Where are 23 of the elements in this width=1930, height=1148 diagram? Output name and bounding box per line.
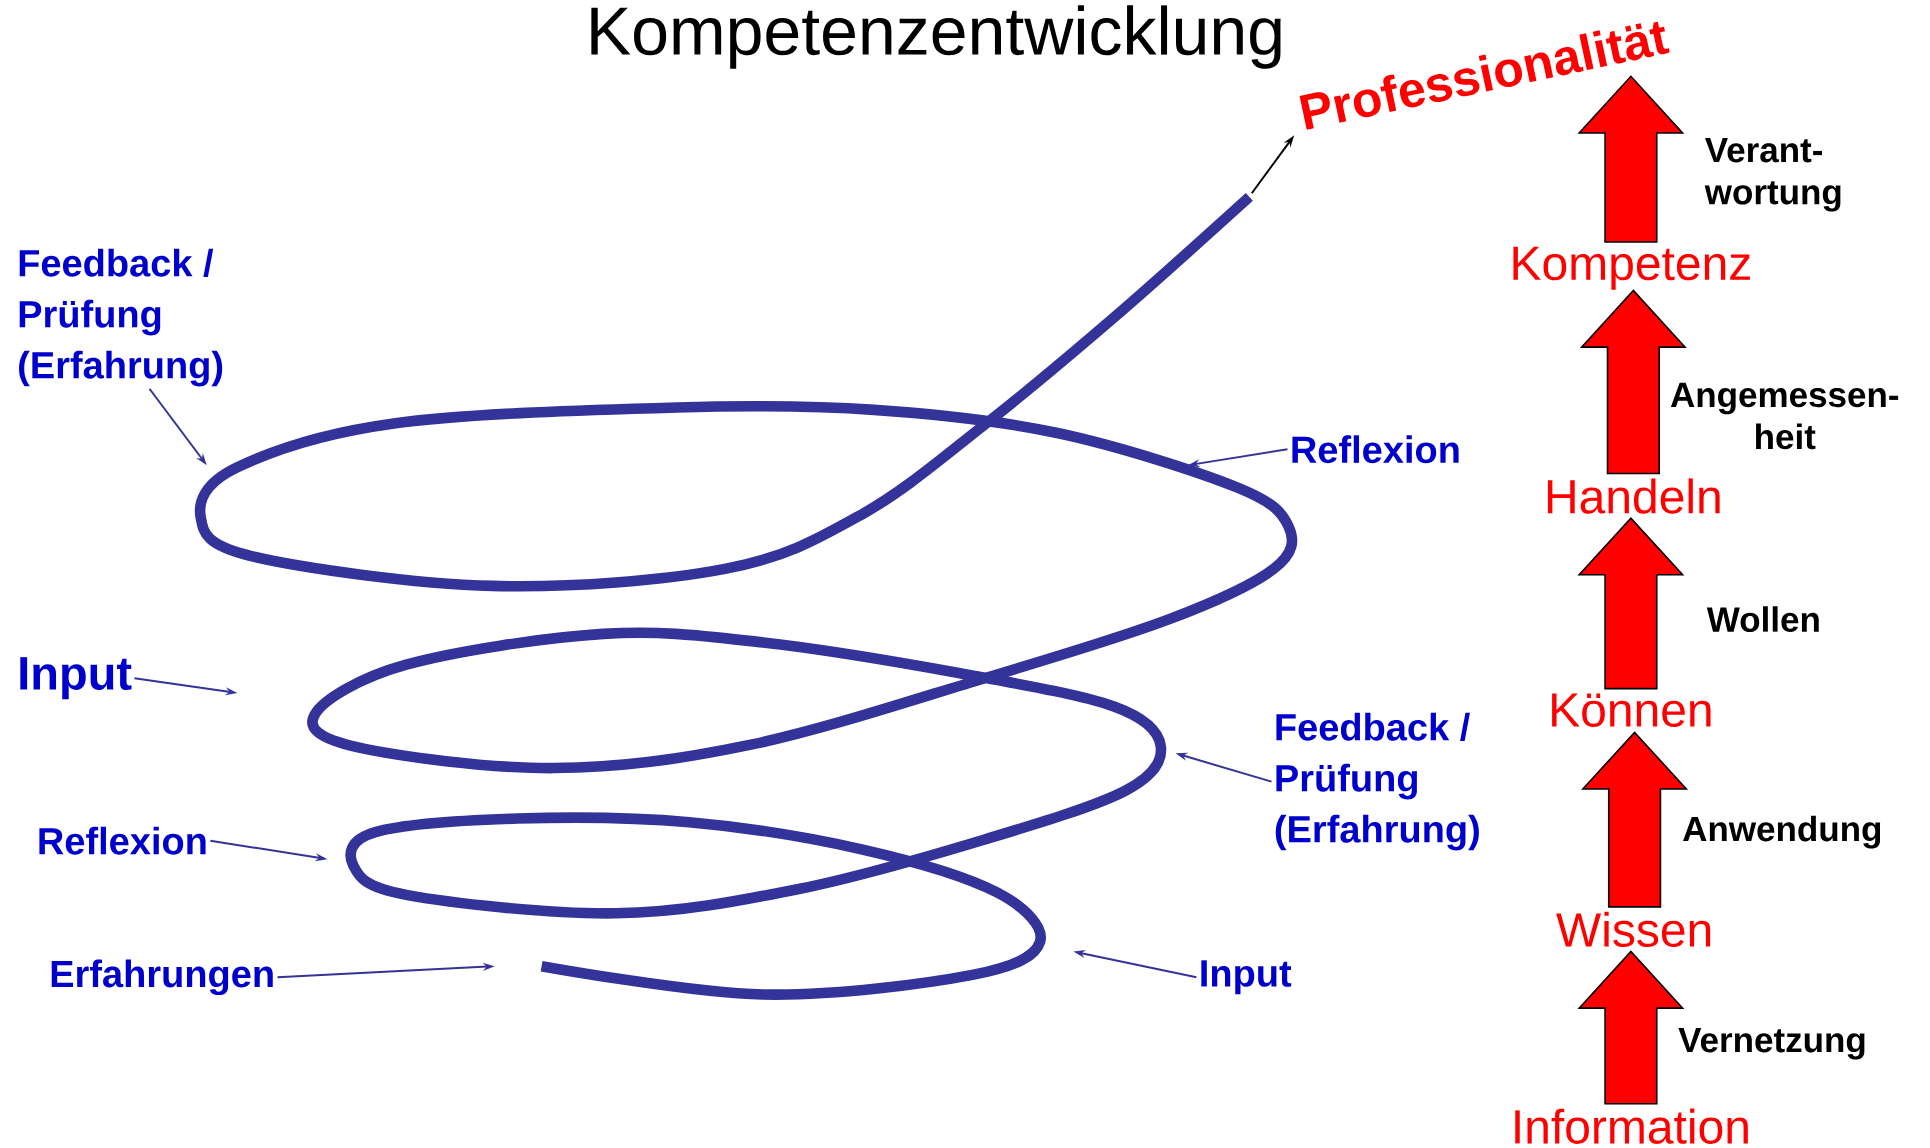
callout-label: Reflexion: [39, 826, 206, 855]
block-arrow: [1579, 289, 1687, 475]
block-arrow: [1577, 950, 1685, 1105]
block-arrow: [1577, 516, 1685, 690]
stage-label: Wissen: [1556, 911, 1711, 947]
edge-label: Verant-wortung: [1704, 137, 1841, 212]
stage-label: Kompetenz: [1513, 246, 1750, 290]
callout-label: Input: [1201, 960, 1292, 995]
edge-label: Wollen: [1706, 606, 1819, 632]
stage-label: Können: [1552, 693, 1711, 727]
stage-label: Handeln: [1547, 478, 1720, 514]
callout-label: Reflexion: [1292, 435, 1459, 464]
edge-label: Angemessen-heit: [1670, 382, 1899, 450]
block-arrow: [1577, 74, 1685, 243]
callout-label: Feedback / Prüfung (Erfahrung): [1275, 712, 1479, 851]
block-arrow: [1581, 731, 1689, 908]
title: Kompetenzentwicklung: [591, 5, 1281, 69]
stage-label: Information: [1515, 1108, 1748, 1144]
edge-label: Anwendung: [1683, 815, 1881, 849]
callout-label: Feedback / Prüfung (Erfahrung): [19, 248, 223, 387]
edge-label: Vernetzung: [1678, 1027, 1865, 1060]
callout-label: Erfahrungen: [51, 959, 273, 995]
callout-label: Input: [20, 657, 132, 700]
